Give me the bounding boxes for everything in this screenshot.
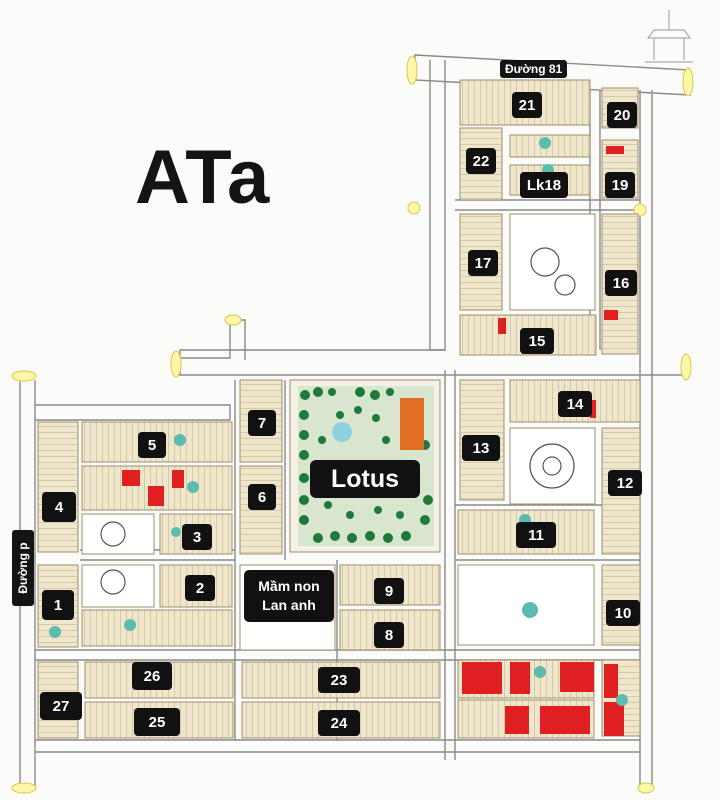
block-label-24[interactable]: 24 — [318, 710, 360, 736]
feature-circles — [100, 247, 576, 595]
block-label-17[interactable]: 17 — [468, 250, 498, 276]
block-label-25[interactable]: 25 — [134, 708, 180, 736]
block-label-7[interactable]: 7 — [248, 410, 276, 436]
school-name-line1: Mầm non — [258, 578, 320, 595]
block-label-22[interactable]: 22 — [466, 148, 496, 174]
block-label-5[interactable]: 5 — [138, 432, 166, 458]
school-label: Mầm non Lan anh — [244, 570, 334, 622]
school-name-line2: Lan anh — [262, 597, 316, 613]
block-label-3[interactable]: 3 — [182, 524, 212, 550]
block-label-20[interactable]: 20 — [607, 102, 637, 128]
tree-markers — [49, 137, 628, 706]
map-title: ATa — [135, 135, 271, 220]
block-label-16[interactable]: 16 — [605, 270, 637, 296]
road-label-left: Đường p — [12, 530, 34, 606]
block-label-10[interactable]: 10 — [606, 600, 640, 626]
block-label-8[interactable]: 8 — [374, 622, 404, 648]
block-label-1[interactable]: 1 — [42, 590, 74, 620]
road-label-top: Đường 81 — [500, 60, 568, 78]
block-label-26[interactable]: 26 — [132, 662, 172, 690]
block-label-13[interactable]: 13 — [462, 435, 500, 461]
block-label-4[interactable]: 4 — [42, 492, 76, 522]
block-label-14[interactable]: 14 — [558, 391, 592, 417]
block-label-9[interactable]: 9 — [374, 578, 404, 604]
block-label-15[interactable]: 15 — [520, 328, 554, 354]
block-label-21[interactable]: 21 — [512, 92, 542, 118]
block-label-6[interactable]: 6 — [248, 484, 276, 510]
block-label-27[interactable]: 27 — [40, 692, 82, 720]
park-label: Lotus — [310, 460, 420, 498]
block-label-19[interactable]: 19 — [605, 172, 635, 198]
road-end-markers — [11, 55, 694, 794]
block-label-12[interactable]: 12 — [608, 470, 642, 496]
block-label-2[interactable]: 2 — [185, 575, 215, 601]
block-label-23[interactable]: 23 — [318, 667, 360, 693]
block-label-lk18[interactable]: Lk18 — [520, 172, 568, 198]
sold-lots — [122, 146, 624, 736]
gazebo-logo — [645, 10, 693, 63]
block-label-11[interactable]: 11 — [516, 522, 556, 548]
